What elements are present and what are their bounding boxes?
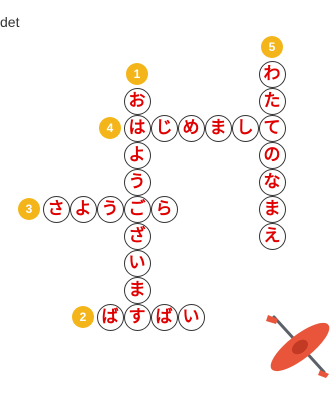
- kana-cell[interactable]: い: [178, 304, 205, 331]
- kana-cell[interactable]: た: [259, 88, 286, 115]
- kana-cell[interactable]: ら: [151, 196, 178, 223]
- kana-cell[interactable]: じ: [151, 115, 178, 142]
- kana-cell[interactable]: よ: [124, 142, 151, 169]
- kana-cell[interactable]: し: [232, 115, 259, 142]
- kana-cell[interactable]: よ: [70, 196, 97, 223]
- kana-cell[interactable]: め: [178, 115, 205, 142]
- kana-cell[interactable]: わ: [259, 61, 286, 88]
- cropped-label: det: [0, 14, 19, 30]
- kana-cell[interactable]: う: [97, 196, 124, 223]
- clue-number-badge-1: 1: [126, 63, 148, 85]
- clue-number-badge-2: 2: [72, 306, 94, 328]
- clue-number-badge-3: 3: [18, 198, 40, 220]
- kana-cell[interactable]: て: [259, 115, 286, 142]
- kana-cell[interactable]: ま: [259, 196, 286, 223]
- kana-cell[interactable]: い: [124, 250, 151, 277]
- kana-cell[interactable]: ば: [97, 304, 124, 331]
- kana-cell[interactable]: す: [124, 304, 151, 331]
- kana-cell[interactable]: な: [259, 169, 286, 196]
- kana-cell[interactable]: お: [124, 88, 151, 115]
- kana-cell[interactable]: ご: [124, 196, 151, 223]
- kana-cell[interactable]: う: [124, 169, 151, 196]
- clue-number-badge-4: 4: [99, 117, 121, 139]
- kana-cell[interactable]: ま: [205, 115, 232, 142]
- kana-cell[interactable]: ざ: [124, 223, 151, 250]
- kayak-icon: [262, 312, 334, 378]
- kana-cell[interactable]: の: [259, 142, 286, 169]
- kana-cell[interactable]: さ: [43, 196, 70, 223]
- kana-cell[interactable]: ば: [151, 304, 178, 331]
- kana-cell[interactable]: は: [124, 115, 151, 142]
- kana-cell[interactable]: ま: [124, 277, 151, 304]
- kana-cell[interactable]: え: [259, 223, 286, 250]
- clue-number-badge-5: 5: [261, 36, 283, 58]
